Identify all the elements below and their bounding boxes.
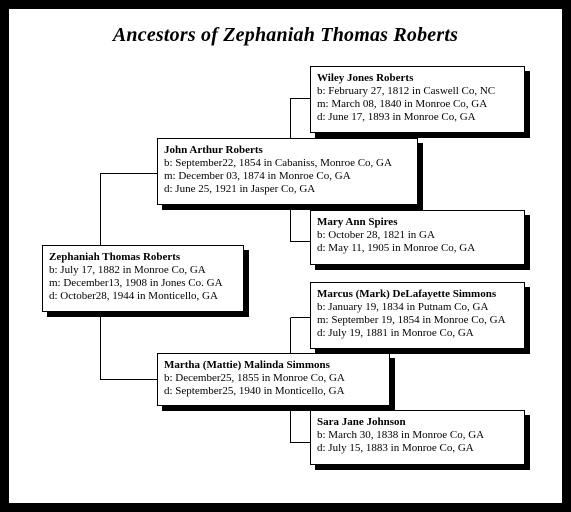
death-info: d: October28, 1944 in Monticello, GA <box>49 290 218 302</box>
chart-title: Ancestors of Zephaniah Thomas Roberts <box>112 24 459 46</box>
birth-info: b: December25, 1855 in Monroe Co, GA <box>164 372 345 384</box>
death-info: d: September25, 1940 in Monticello, GA <box>164 385 345 397</box>
person-name: Wiley Jones Roberts <box>317 72 414 84</box>
person-name: Marcus (Mark) DeLafayette Simmons <box>317 288 497 300</box>
marriage-info: m: March 08, 1840 in Monroe Co, GA <box>317 98 488 110</box>
person-name: Martha (Mattie) Malinda Simmons <box>164 359 330 371</box>
birth-info: b: September22, 1854 in Cabaniss, Monroe… <box>164 157 392 169</box>
birth-info: b: January 19, 1834 in Putnam Co, GA <box>317 301 489 313</box>
death-info: d: July 15, 1883 in Monroe Co, GA <box>317 442 474 454</box>
person-box-zephaniah: Zephaniah Thomas Roberts b: July 17, 188… <box>42 245 244 312</box>
person-box-marcus: Marcus (Mark) DeLafayette Simmons b: Jan… <box>310 282 525 349</box>
birth-info: b: March 30, 1838 in Monroe Co, GA <box>317 429 485 441</box>
marriage-info: m: December13, 1908 in Jones Co. GA <box>49 277 223 289</box>
death-info: d: May 11, 1905 in Monroe Co, GA <box>317 242 476 254</box>
birth-info: b: July 17, 1882 in Monroe Co, GA <box>49 264 206 276</box>
marriage-info: m: September 19, 1854 in Monroe Co, GA <box>317 314 506 326</box>
person-name: Mary Ann Spires <box>317 216 398 228</box>
person-box-wiley: Wiley Jones Roberts b: February 27, 1812… <box>310 66 525 133</box>
death-info: d: June 17, 1893 in Monroe Co, GA <box>317 111 476 123</box>
person-box-martha: Martha (Mattie) Malinda Simmons b: Decem… <box>157 353 390 406</box>
death-info: d: June 25, 1921 in Jasper Co, GA <box>164 183 316 195</box>
person-name: Sara Jane Johnson <box>317 416 406 428</box>
person-name: John Arthur Roberts <box>164 144 263 156</box>
person-box-sara-jane: Sara Jane Johnson b: March 30, 1838 in M… <box>310 410 525 465</box>
person-name: Zephaniah Thomas Roberts <box>49 251 181 263</box>
marriage-info: m: December 03, 1874 in Monroe Co, GA <box>164 170 351 182</box>
person-box-john-arthur: John Arthur Roberts b: September22, 1854… <box>157 138 418 205</box>
death-info: d: July 19, 1881 in Monroe Co, GA <box>317 327 474 339</box>
birth-info: b: February 27, 1812 in Caswell Co, NC <box>317 85 496 97</box>
birth-info: b: October 28, 1821 in GA <box>317 229 435 241</box>
person-box-mary-ann: Mary Ann Spires b: October 28, 1821 in G… <box>310 210 525 265</box>
